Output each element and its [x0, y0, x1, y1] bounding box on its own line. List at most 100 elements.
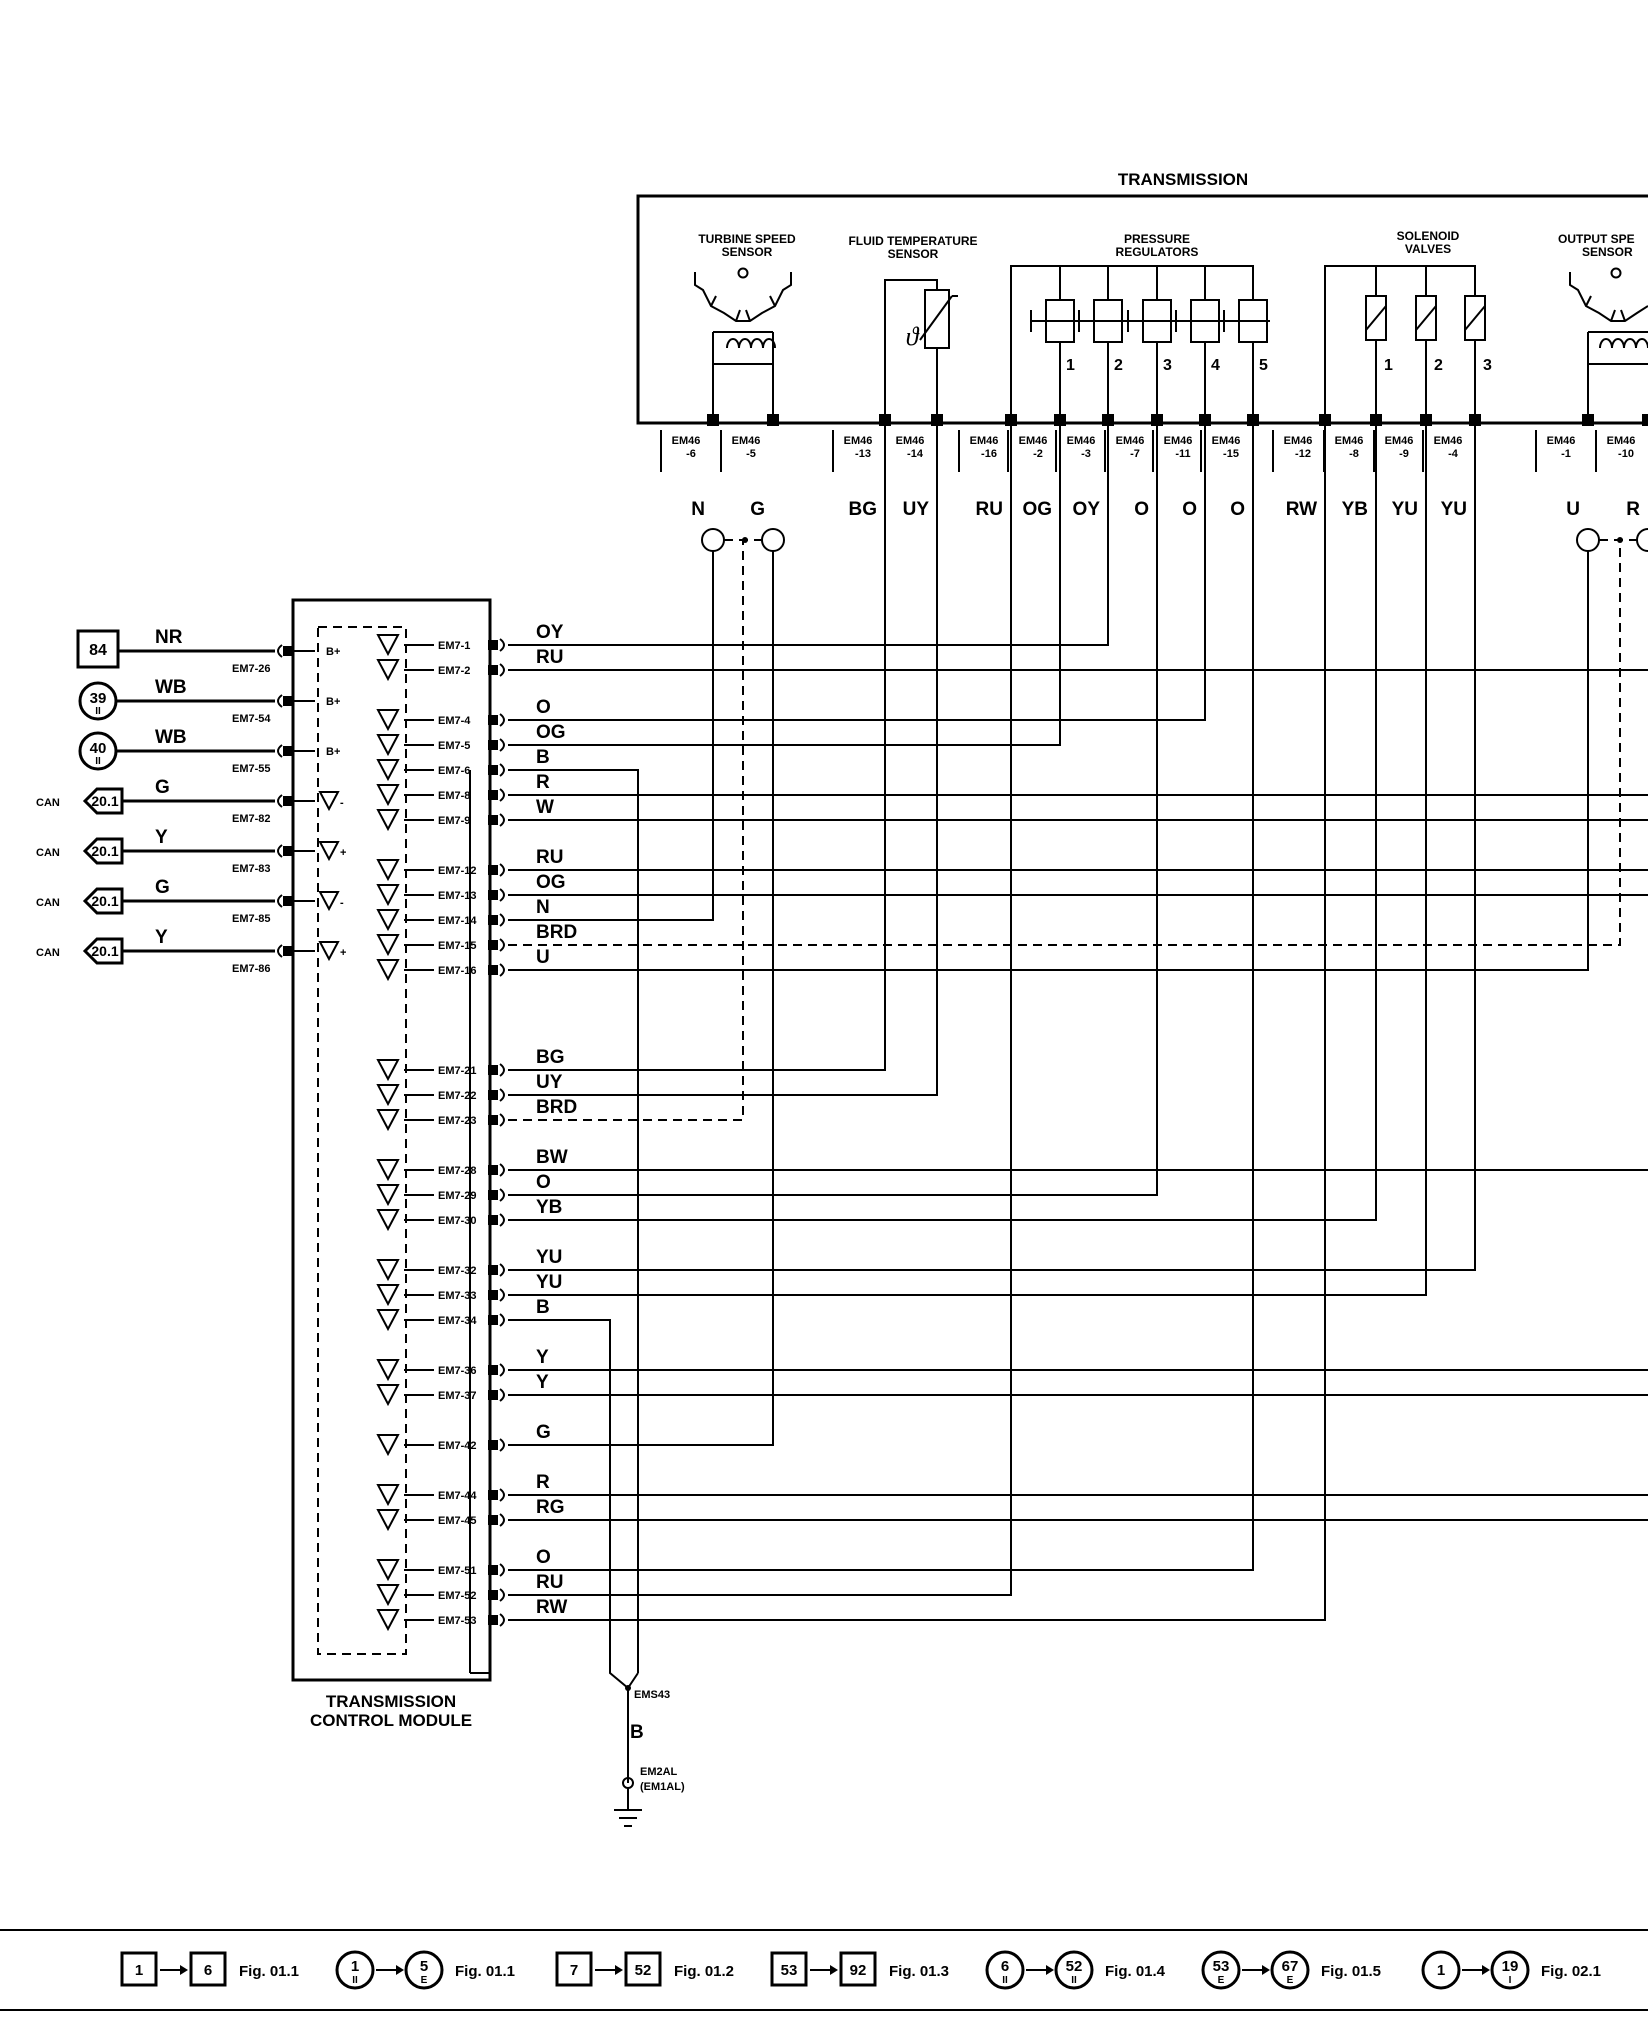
- shield-marker: [701, 528, 725, 552]
- wire-color-label: O: [1134, 499, 1149, 520]
- input-terminal: [277, 694, 283, 708]
- harness-wire: [508, 426, 1109, 646]
- output-pin-label: EM7-22: [438, 1090, 477, 1102]
- output-driver-icon: [376, 1209, 400, 1232]
- output-pin-block: [488, 740, 498, 750]
- shield-wire: [508, 540, 744, 1121]
- connector-pin: -7: [1130, 448, 1140, 460]
- footer-figure-ref: Fig. 01.5: [1321, 1963, 1381, 1980]
- connector-pin: -2: [1033, 448, 1043, 460]
- output-wire-color: O: [536, 1547, 551, 1568]
- output-driver-icon: [376, 1384, 400, 1407]
- output-pin-block: [488, 940, 498, 950]
- output-wire-color: YU: [536, 1272, 562, 1293]
- output-pin-block: [488, 790, 498, 800]
- input-wire-color: G: [155, 877, 170, 898]
- output-wire-color: RG: [536, 1497, 565, 1518]
- wire-color-label: O: [1182, 499, 1197, 520]
- output-pin-label: EM7-37: [438, 1390, 477, 1402]
- shield-wire: [508, 540, 1621, 946]
- output-terminal: [499, 788, 505, 802]
- can-prefix: CAN: [36, 947, 60, 959]
- output-pin-label: EM7-29: [438, 1190, 477, 1202]
- connector-terminal: [879, 414, 891, 426]
- output-terminal: [499, 963, 505, 977]
- footer-ref-circle: [1421, 1950, 1461, 1990]
- input-terminal: [277, 844, 283, 858]
- wire-color-label: O: [1230, 499, 1245, 520]
- output-driver-icon: [376, 934, 400, 957]
- output-driver-icon: [376, 1559, 400, 1582]
- output-terminal: [499, 1438, 505, 1452]
- footer-ref-box: [839, 1951, 877, 1987]
- footer-figure-ref: Fig. 01.3: [889, 1963, 949, 1980]
- output-terminal: [499, 638, 505, 652]
- input-function-label: +: [340, 847, 346, 859]
- output-terminal: [499, 738, 505, 752]
- output-driver-icon: [376, 1359, 400, 1382]
- input-function-label: -: [340, 897, 344, 909]
- wire-color-label: OG: [1022, 499, 1052, 520]
- connector-label: EM46: [1284, 435, 1313, 447]
- tcm-box: [291, 598, 492, 1682]
- connector-pin: -12: [1295, 448, 1311, 460]
- transmission-housing: [636, 194, 1648, 425]
- connector-pin: -13: [855, 448, 871, 460]
- tcm-title-2: CONTROL MODULE: [310, 1711, 472, 1730]
- output-driver-icon: [376, 1284, 400, 1307]
- footer-ref-box: [624, 1951, 662, 1987]
- valve-num-3: 3: [1483, 357, 1492, 374]
- output-pin-label: EM7-15: [438, 940, 477, 952]
- arrow-head-icon: [830, 1965, 838, 1975]
- transmission-connectors: EM46-6NEM46-5GEM46-13BGEM46-14UYEM46-16R…: [660, 414, 1648, 552]
- footer-ref-sub: E: [421, 1975, 428, 1986]
- footer-ref-number: 6: [204, 1962, 212, 1979]
- output-terminal: [499, 1288, 505, 1302]
- footer-figure-ref: Fig. 01.4: [1105, 1963, 1166, 1980]
- tcm-output-pins: EM7-1OYEM7-2RUEM7-4OEM7-5OGEM7-6BEM7-8RE…: [376, 622, 577, 1632]
- footer-figure-ref: Fig. 01.1: [455, 1963, 515, 1980]
- output-wire-color: B: [536, 747, 550, 768]
- regulator-num-1: 1: [1066, 357, 1075, 374]
- output-pin-label: EM7-36: [438, 1365, 477, 1377]
- input-pin-block: [283, 696, 293, 706]
- wire-color-label: G: [750, 499, 765, 520]
- circuit-ref-sub: II: [95, 756, 101, 767]
- connector-terminal: [1005, 414, 1017, 426]
- connector-pin: -11: [1175, 448, 1190, 460]
- harness-wire: [508, 426, 1377, 1221]
- ground-symbol-icon: [614, 1788, 642, 1827]
- wire-color-label: UY: [903, 499, 930, 520]
- connector-terminal: [1199, 414, 1211, 426]
- regulator-symbols: [1030, 299, 1270, 343]
- input-pin-label: EM7-83: [232, 863, 271, 875]
- output-pin-block: [488, 1590, 498, 1600]
- output-pin-block: [488, 715, 498, 725]
- output-terminal: [499, 1163, 505, 1177]
- harness-wire: [508, 426, 938, 1096]
- input-pin-block: [283, 796, 293, 806]
- output-pin-label: EM7-42: [438, 1440, 477, 1452]
- input-function-label: B+: [326, 746, 340, 758]
- input-pin-block: [283, 896, 293, 906]
- ground-point-label-2: (EM1AL): [640, 1781, 685, 1793]
- harness-wire: [508, 426, 1206, 721]
- can-prefix: CAN: [36, 847, 60, 859]
- wire-color-label: RW: [1286, 499, 1317, 520]
- input-terminal: [277, 894, 283, 908]
- connector-terminal: [1370, 414, 1382, 426]
- output-pin-label: EM7-21: [438, 1065, 477, 1077]
- input-pin-block: [283, 746, 293, 756]
- output-pin-label: EM7-13: [438, 890, 477, 902]
- footer-ref-number: 53: [1213, 1958, 1230, 1975]
- footer-ref-sub: E: [1218, 1975, 1225, 1986]
- connector-label: EM46: [1164, 435, 1193, 447]
- output-pin-label: EM7-45: [438, 1515, 477, 1527]
- footer-ref-number: 67: [1282, 1958, 1299, 1975]
- coil-icon: [1599, 338, 1648, 349]
- shield-marker: [1576, 528, 1600, 552]
- output-driver-icon: [376, 1609, 400, 1632]
- input-wire-color: G: [155, 777, 170, 798]
- connector-label: EM46: [1067, 435, 1096, 447]
- output-driver-icon: [376, 909, 400, 932]
